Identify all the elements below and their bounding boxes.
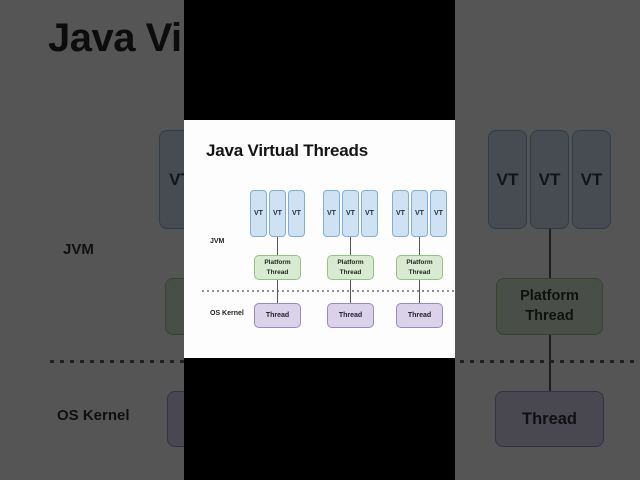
- vt-box: VT: [361, 190, 378, 237]
- vt-label: VT: [292, 210, 301, 217]
- separator-dashed-line: [202, 290, 455, 292]
- vt-label: VT: [434, 210, 443, 217]
- platform-label-line1: Platform: [264, 258, 291, 266]
- platform-label-line2: Thread: [339, 268, 362, 276]
- vt-box: VT: [288, 190, 305, 237]
- letterbox-bottom: [184, 358, 455, 480]
- vt-box: VT: [323, 190, 340, 237]
- vt-box: VT: [430, 190, 447, 237]
- connector-line: [276, 236, 278, 256]
- connector-line: [349, 279, 351, 304]
- connector-line: [418, 236, 420, 256]
- letterbox-top: [184, 0, 455, 120]
- thread-box: Thread: [254, 303, 301, 328]
- slide-title: Java Virtual Threads: [206, 141, 368, 160]
- os-kernel-label: OS Kernel: [210, 310, 244, 317]
- platform-thread-box: Platform Thread: [396, 255, 443, 280]
- platform-thread-box: Platform Thread: [327, 255, 374, 280]
- vt-label: VT: [346, 210, 355, 217]
- thread-label: Thread: [407, 312, 432, 319]
- thread-label: Thread: [265, 312, 290, 319]
- vt-thread-column-1: VT VT VT Platform Thread Thread: [250, 190, 305, 330]
- vt-label: VT: [327, 210, 336, 217]
- vt-label: VT: [396, 210, 405, 217]
- platform-label-line2: Thread: [408, 268, 431, 276]
- vt-thread-column-2: VT VT VT Platform Thread Thread: [323, 190, 378, 330]
- thread-box: Thread: [396, 303, 443, 328]
- vt-box: VT: [392, 190, 409, 237]
- vt-box: VT: [269, 190, 286, 237]
- platform-label-line1: Platform: [406, 258, 433, 266]
- vt-group: VT VT VT: [323, 190, 378, 237]
- jvm-label: JVM: [210, 238, 225, 245]
- vt-label: VT: [365, 210, 374, 217]
- connector-line: [276, 279, 278, 304]
- slide-panel: Java Virtual Threads JVM OS Kernel VT VT…: [184, 120, 455, 358]
- thread-box: Thread: [327, 303, 374, 328]
- vt-box: VT: [411, 190, 428, 237]
- vt-label: VT: [415, 210, 424, 217]
- video-letterbox-column: Java Virtual Threads JVM OS Kernel VT VT…: [184, 0, 455, 480]
- vt-box: VT: [342, 190, 359, 237]
- connector-line: [418, 279, 420, 304]
- vt-group: VT VT VT: [392, 190, 447, 237]
- platform-label-line2: Thread: [266, 268, 289, 276]
- thread-label: Thread: [338, 312, 363, 319]
- vt-box: VT: [250, 190, 267, 237]
- platform-thread-box: Platform Thread: [254, 255, 301, 280]
- connector-line: [349, 236, 351, 256]
- vt-thread-column-3: VT VT VT Platform Thread Thread: [392, 190, 447, 330]
- platform-label-line1: Platform: [337, 258, 364, 266]
- vt-label: VT: [273, 210, 282, 217]
- vt-label: VT: [254, 210, 263, 217]
- vt-group: VT VT VT: [250, 190, 305, 237]
